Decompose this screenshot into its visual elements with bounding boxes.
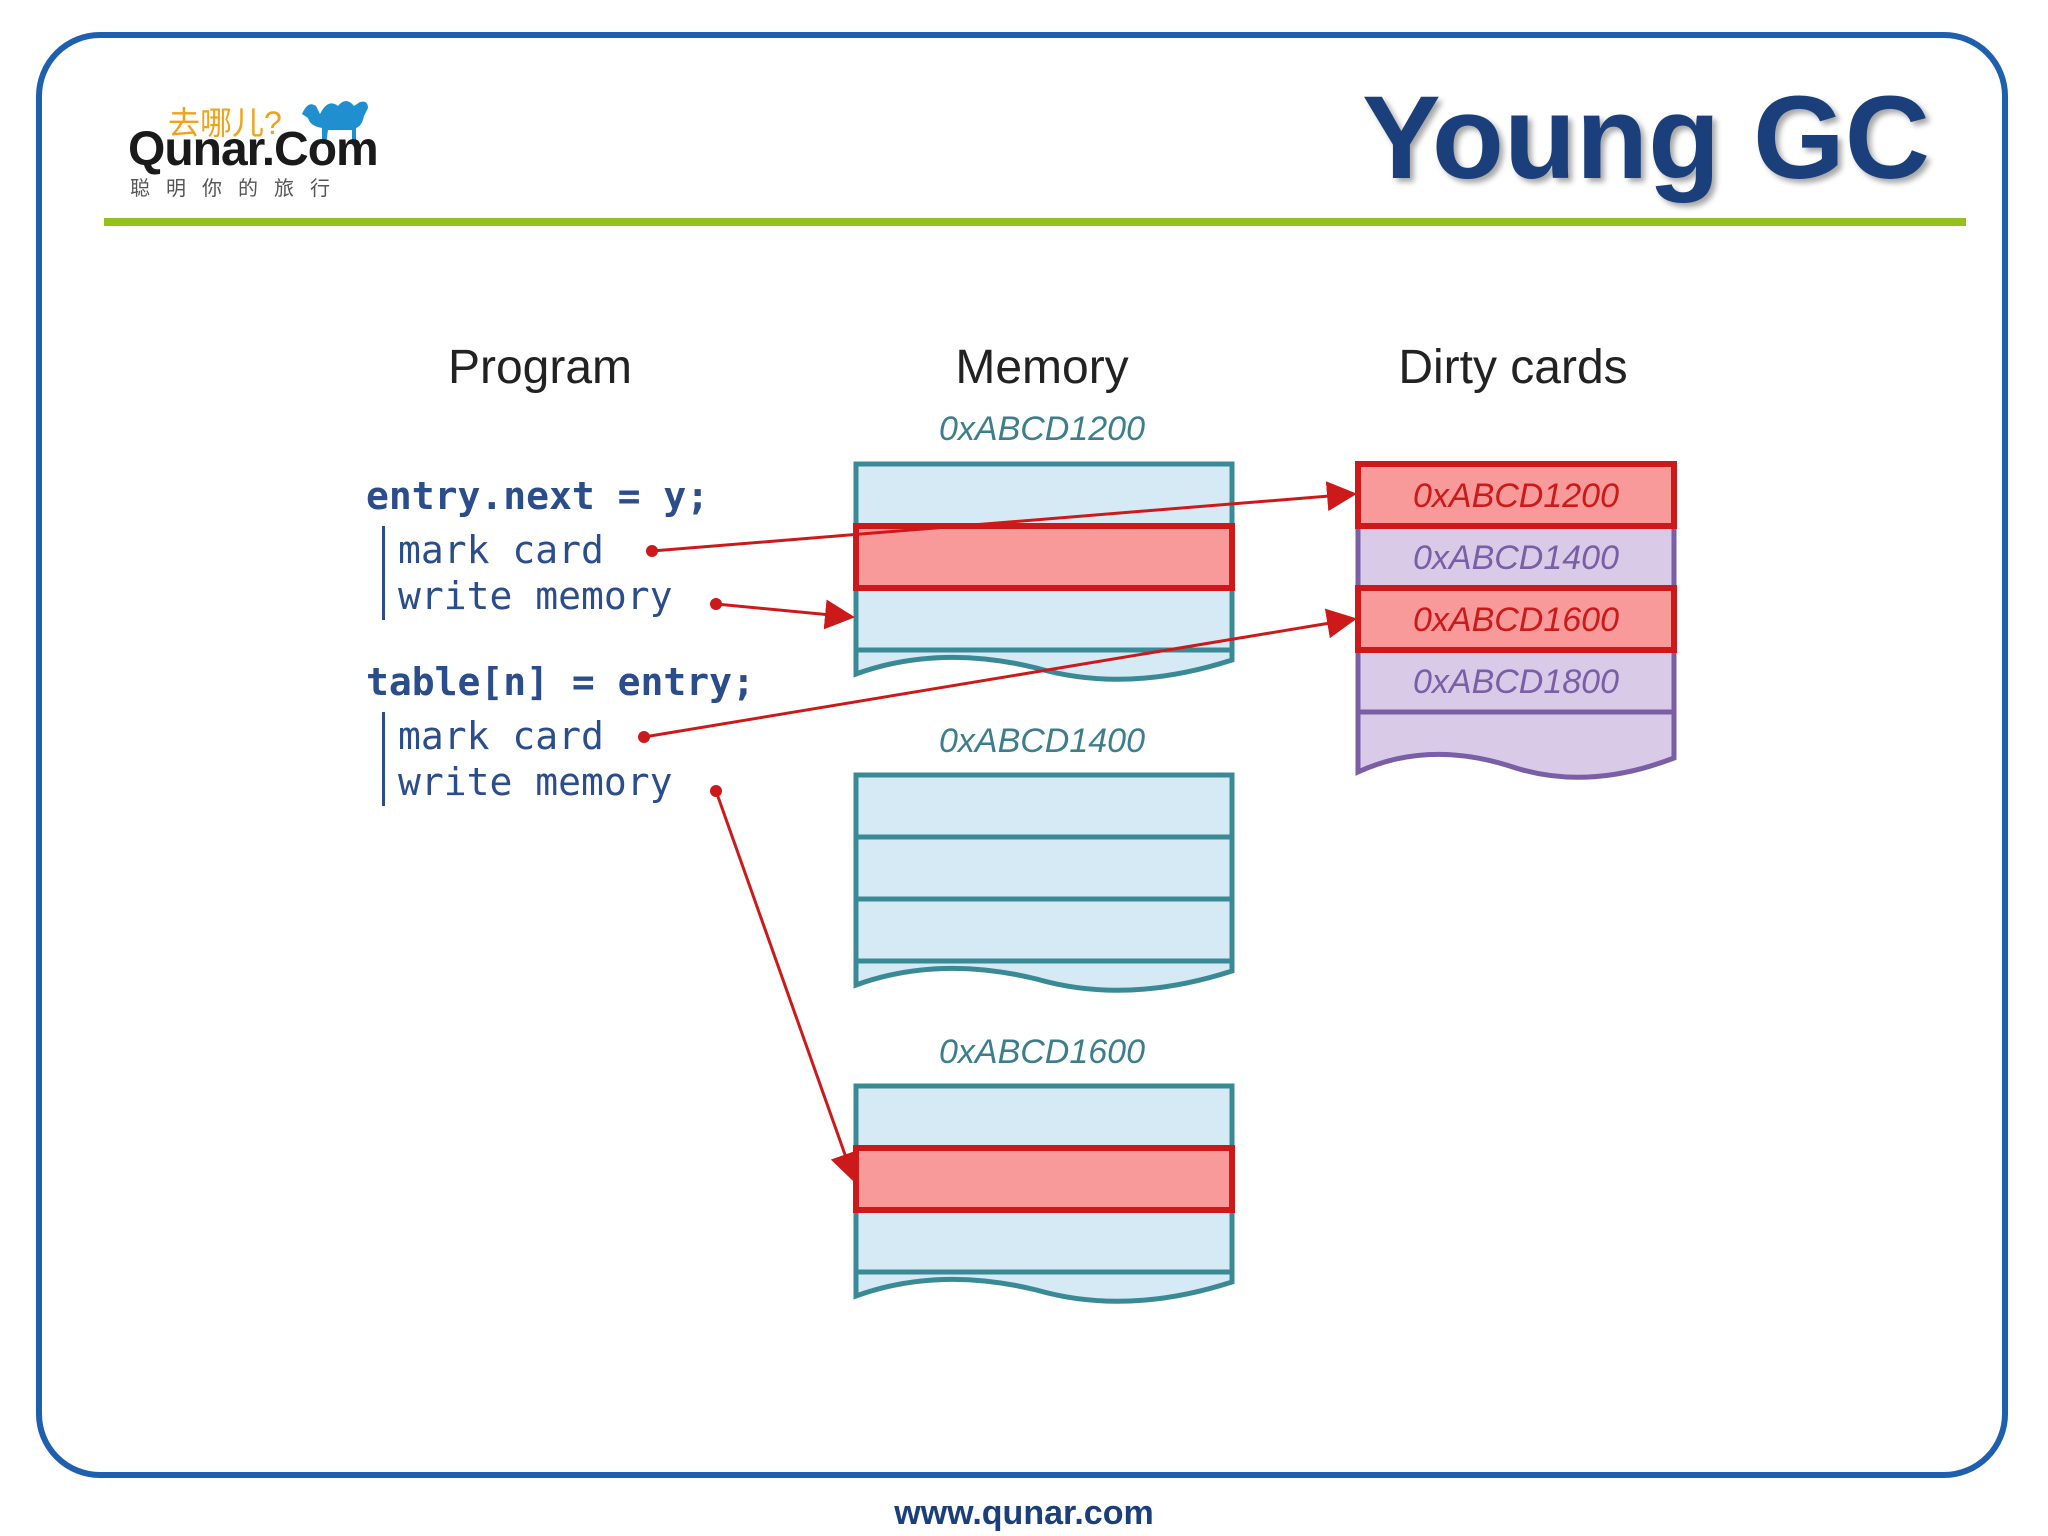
dirty-card-address: 0xABCD1800 (1413, 663, 1619, 701)
arrow-write-memory-1 (715, 599, 855, 630)
arrow-mark-card-1-origin (646, 545, 658, 557)
code-op-mark-card-1: mark card (398, 528, 604, 572)
code-statement-2: table[n] = entry; (366, 660, 755, 704)
arrow-mark-card-2-origin (638, 731, 650, 743)
memory-block-3-address: 0xABCD1600 (938, 1033, 1146, 1071)
logo-slogan: 聪明你的旅行 (130, 178, 346, 200)
logo-chinese-text: 去哪儿? (168, 105, 282, 141)
arrow-mark-card-1 (651, 481, 1357, 553)
memory-block-2 (853, 772, 1235, 993)
arrow-write-memory-1-origin (710, 598, 722, 610)
code-block-bar-1 (382, 526, 385, 620)
code-statement-1: entry.next = y; (366, 474, 710, 518)
dirty-card-address: 0xABCD1600 (1413, 601, 1619, 639)
memory-block-2-address: 0xABCD1400 (938, 722, 1146, 760)
arrow-mark-card-2 (643, 608, 1357, 739)
dirty-card-address: 0xABCD1400 (1413, 539, 1619, 577)
column-heading-dirty-cards: Dirty cards (1398, 341, 1628, 394)
memory-row-written (853, 1145, 1235, 1213)
code-block-bar-2 (382, 712, 385, 806)
slide-frame (36, 32, 2008, 1478)
dirty-card-marked (1355, 585, 1677, 653)
column-heading-memory: Memory (955, 341, 1129, 394)
footer-url: www.qunar.com (894, 1494, 1154, 1532)
logo-name: Qunar.Com (128, 123, 379, 176)
arrow-write-memory-2-origin (710, 785, 722, 797)
code-op-mark-card-2: mark card (398, 714, 604, 758)
column-heading-program: Program (447, 341, 633, 394)
dirty-card-marked (1355, 461, 1677, 529)
title-underline (104, 218, 1966, 226)
arrow-write-memory-2 (714, 790, 860, 1183)
page-title: Young GC (1361, 72, 1930, 204)
code-op-write-memory-2: write memory (398, 760, 673, 804)
code-op-write-memory-1: write memory (398, 574, 673, 618)
dirty-card-address: 0xABCD1200 (1413, 477, 1619, 515)
memory-block-1-address: 0xABCD1200 (938, 410, 1146, 448)
memory-row-written (853, 523, 1235, 591)
camel-icon (302, 101, 368, 144)
